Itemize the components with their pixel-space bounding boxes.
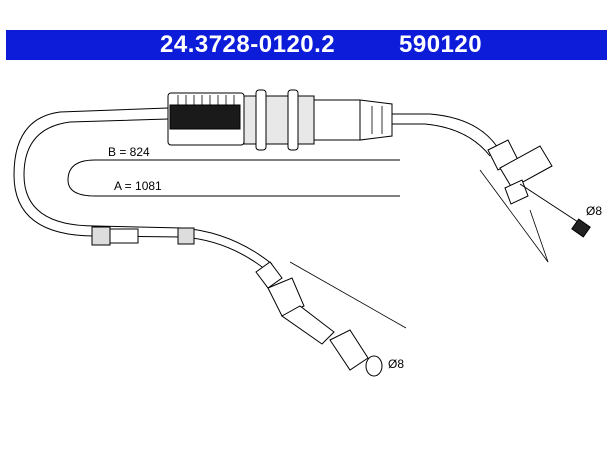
adjuster-housing (167, 89, 393, 151)
cable-upper-right-outer (392, 113, 499, 149)
dimension-a-label: A = 1081 (114, 179, 162, 193)
upper-end-fitting (487, 139, 591, 238)
cable-sheath-inner (23, 118, 273, 265)
part-number: 24.3728-0120.2 (160, 31, 336, 58)
lower-end-fitting (255, 261, 383, 377)
diameter-bottom-label: Ø8 (388, 357, 404, 371)
inner-reference-loop (67, 159, 400, 197)
reference-number: 590120 (399, 31, 483, 58)
lower-cable-ferrules (91, 226, 195, 246)
title-banner: 24.3728-0120.2 590120 (6, 30, 607, 60)
dimension-b-label: B = 824 (108, 145, 150, 159)
cable-upper-right-inner (392, 123, 491, 157)
diameter-top-label: Ø8 (586, 204, 602, 218)
cable-sheath-outer (13, 107, 267, 271)
